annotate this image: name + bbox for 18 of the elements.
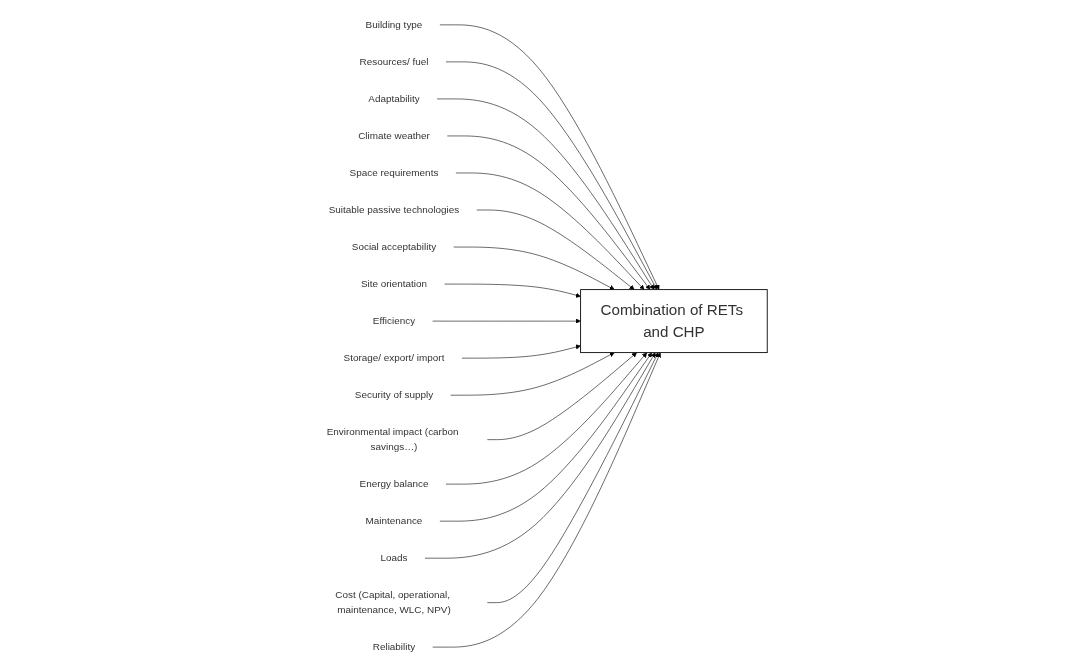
node-text: Space requirements (349, 167, 439, 179)
node-text: Cost (Capital, operational, maintenance, WLC, NPV) (335, 589, 451, 616)
node-text: Energy balance (359, 478, 429, 490)
node-text: Adaptability (368, 93, 420, 105)
node-text: Maintenance (365, 515, 423, 527)
node-text: Loads (380, 552, 408, 564)
node-text: Environmental impact (carbon savings…) (326, 426, 459, 453)
node-text: Climate weather (358, 130, 430, 142)
node-text: Resources/ fuel (359, 56, 429, 68)
node-box: Combination of RETs and CHP (580, 289, 768, 354)
node-text: Efficiency (372, 315, 416, 327)
node-text: Suitable passive technologies (328, 204, 460, 216)
node-text: Reliability (372, 641, 416, 653)
node-text: Social acceptability (351, 241, 437, 253)
node-text: Security of supply (354, 389, 434, 401)
node-text: Site orientation (360, 278, 428, 290)
node-text: Building type (365, 19, 423, 31)
node-text: Storage/ export/ import (343, 352, 445, 364)
